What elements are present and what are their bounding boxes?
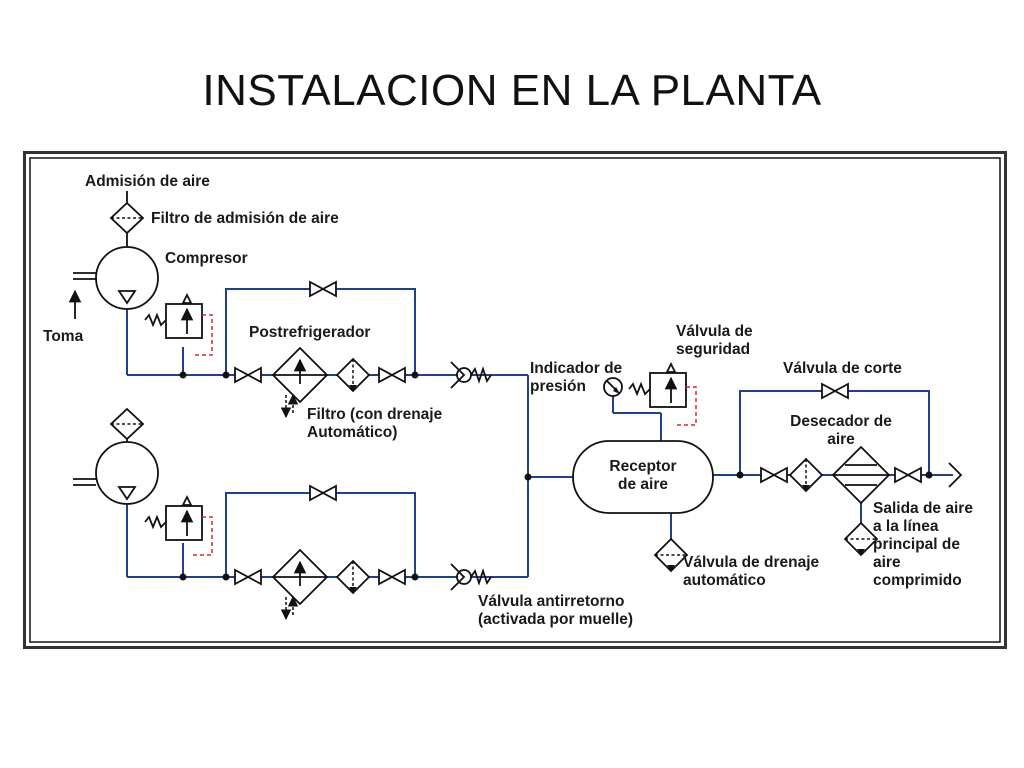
- shutoff-valve-icon: [821, 382, 849, 400]
- drain-valve-icon: [653, 537, 689, 573]
- pressure-gauge-label-line2: presión: [530, 378, 586, 395]
- filter-auto-drain-icon: [335, 559, 371, 595]
- intake-filter-icon: [109, 407, 145, 443]
- pneumatic-installation-diagram: Admisión de aire Filtro de admisión de a…: [23, 151, 1007, 649]
- safety-valve-icon: [628, 361, 697, 426]
- intake-filter-label: Filtro de admisión de aire: [151, 210, 339, 227]
- dryer-drain-icon: [843, 521, 879, 557]
- dryer-label-line2: aire: [827, 431, 855, 448]
- filter-auto-drain-icon: [335, 357, 371, 393]
- shutoff-valve-icon: [894, 466, 922, 484]
- shutoff-valve-icon: [378, 366, 406, 384]
- outlet-label-line2: a la línea: [873, 518, 939, 535]
- filter-label-line2: Automático): [307, 424, 397, 441]
- intake-label: Toma: [43, 328, 84, 345]
- check-valve-label-line2: (activada por muelle): [478, 611, 633, 628]
- check-valve-icon: [450, 563, 492, 591]
- outlet-label-line5: comprimido: [873, 572, 962, 589]
- shutoff-valve-icon: [760, 466, 788, 484]
- pressure-gauge-icon: [603, 377, 623, 397]
- shutoff-valve-icon: [378, 568, 406, 586]
- shutoff-valve-icon: [234, 568, 262, 586]
- filter-label-line1: Filtro (con drenaje: [307, 406, 443, 423]
- air-receiver-tank-icon: [572, 440, 714, 514]
- relief-valve-icon: [144, 494, 213, 556]
- prefilter-icon: [788, 457, 824, 493]
- slide-title: INSTALACION EN LA PLANTA: [202, 66, 822, 115]
- safety-valve-label-line1: Válvula de: [676, 323, 753, 340]
- receiver-label-line1: Receptor: [609, 458, 676, 475]
- bypass-valve-icon: [309, 484, 337, 502]
- pressure-gauge-label-line1: Indicador de: [530, 360, 623, 377]
- drain-valve-label-line2: automático: [683, 572, 766, 589]
- drain-valve-label-line1: Válvula de drenaje: [683, 554, 819, 571]
- outlet-label-line1: Salida de aire: [873, 500, 973, 517]
- air-intake-label: Admisión de aire: [85, 173, 210, 190]
- safety-valve-label-line2: seguridad: [676, 341, 750, 358]
- air-dryer-icon: [831, 445, 891, 505]
- pipe-junctions: [179, 371, 933, 581]
- check-valve-icon: [450, 361, 492, 389]
- shutoff-valve-label: Válvula de corte: [783, 360, 902, 377]
- bypass-valve-icon: [309, 280, 337, 298]
- compressor-icon: [73, 441, 159, 505]
- check-valve-label-line1: Válvula antirretorno: [478, 593, 624, 610]
- aftercooler-icon: [271, 346, 329, 419]
- outlet-label-line4: aire: [873, 554, 901, 571]
- outlet-label-line3: principal de: [873, 536, 960, 553]
- aftercooler-icon: [271, 548, 329, 621]
- compressor-icon: [73, 246, 159, 310]
- receiver-label-line2: de aire: [618, 476, 668, 493]
- diagram-border: [23, 151, 1007, 649]
- intake-filter-icon: [109, 191, 145, 247]
- air-outlet-arrow-icon: [948, 462, 963, 488]
- aftercooler-label: Postrefrigerador: [249, 324, 370, 341]
- compressor-label: Compresor: [165, 250, 248, 267]
- dryer-label-line1: Desecador de: [790, 413, 892, 430]
- relief-valve-icon: [144, 292, 213, 356]
- shutoff-valve-icon: [234, 366, 262, 384]
